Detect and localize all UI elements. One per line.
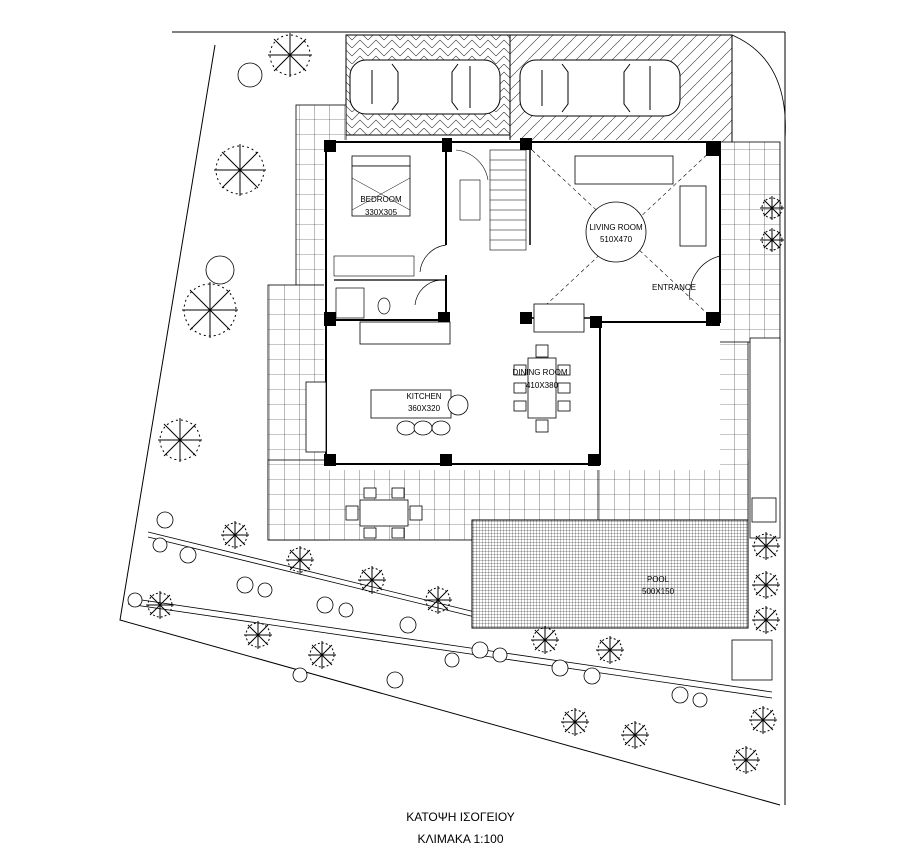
living-room-size: 510X470 bbox=[600, 235, 633, 244]
dining-room-size: 410X380 bbox=[526, 381, 559, 390]
storage-box bbox=[731, 639, 773, 681]
outdoor-dining-set bbox=[345, 487, 423, 539]
pool-size: 500X150 bbox=[642, 587, 675, 596]
bedroom-label: BEDROOM bbox=[360, 195, 402, 204]
dining-room-label: DINING ROOM bbox=[512, 368, 567, 377]
kitchen-size: 360X320 bbox=[408, 404, 441, 413]
car-right bbox=[519, 59, 681, 117]
pool-label: POOL bbox=[647, 575, 670, 584]
plan-scale: ΚΛΙΜΑΚΑ 1:100 bbox=[417, 832, 504, 846]
bedroom-size: 330X305 bbox=[365, 208, 398, 217]
living-room-label: LIVING ROOM bbox=[589, 223, 643, 232]
pool bbox=[471, 519, 749, 629]
entrance-label: ENTRANCE bbox=[652, 283, 696, 292]
shrub-icon bbox=[127, 62, 708, 708]
room-labels: BEDROOM 330X305 LIVING ROOM 510X470 ENTR… bbox=[360, 195, 696, 596]
site-boundary bbox=[119, 31, 786, 806]
utility-box bbox=[751, 497, 777, 523]
palm-tree-icon bbox=[146, 33, 784, 774]
plan-title: ΚΑΤΟΨΗ ΙΣΟΓΕΙΟΥ bbox=[406, 810, 515, 824]
kitchen-label: KITCHEN bbox=[406, 392, 441, 401]
house bbox=[305, 138, 721, 470]
car-left bbox=[349, 59, 501, 115]
